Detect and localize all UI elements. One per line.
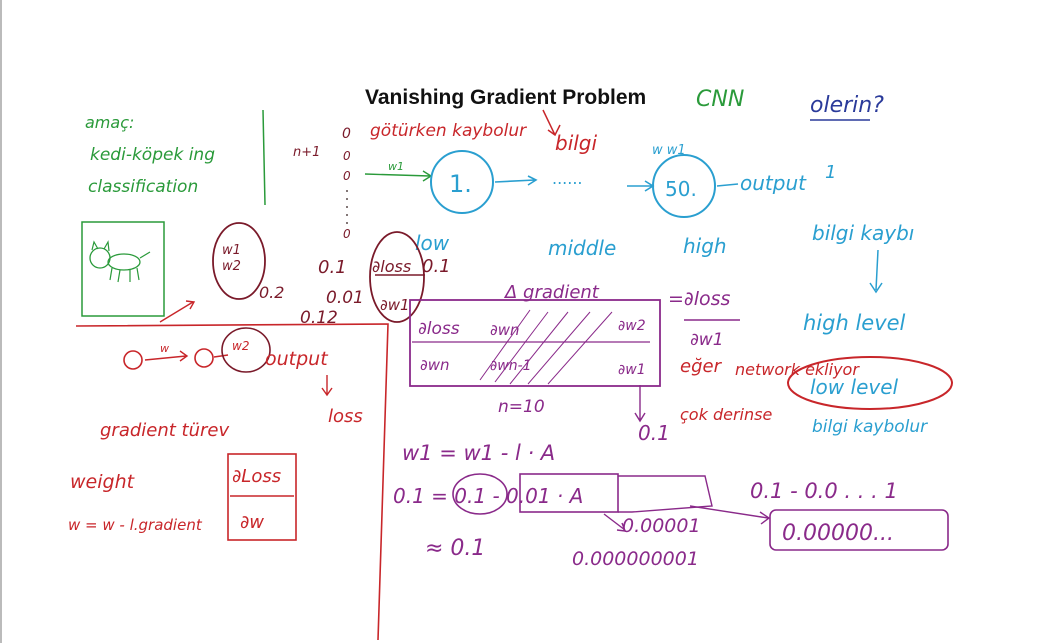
gradient-box-dwn1: ∂wn-1 xyxy=(490,358,532,374)
w-labels: w w1 xyxy=(652,143,686,158)
svg-text:w2: w2 xyxy=(232,339,249,353)
small-net-output: output xyxy=(265,348,329,370)
cok-derinse-note: çok derinse xyxy=(680,405,772,424)
node-50: 50. xyxy=(665,177,697,201)
svg-text:w1: w1 xyxy=(388,160,404,173)
amac-line3: classification xyxy=(88,177,198,197)
update-equation: w1 = w1 - l · A xyxy=(402,441,555,465)
series-values: 0.1 - 0.0 . . . 1 xyxy=(750,479,898,503)
amac-line2: kedi-köpek ing xyxy=(90,145,215,165)
result-1: 0.00001 xyxy=(622,515,701,537)
cnn-note: CNN xyxy=(696,87,744,112)
svg-text:0: 0 xyxy=(343,169,351,183)
gradient-box-dw2: ∂w2 xyxy=(618,318,646,334)
olerin-note: olerin? xyxy=(810,93,884,118)
gradient-box-v01: 0.1 xyxy=(638,421,670,445)
bilgi-kaybolur-note: bilgi kaybolur xyxy=(812,417,928,437)
svg-text:0: 0 xyxy=(342,126,351,142)
dloss-dw-box xyxy=(227,453,297,541)
low-level-note: low level xyxy=(810,375,899,399)
node-1: 1. xyxy=(449,170,472,198)
network-diagram: w1 xyxy=(364,150,739,218)
boxed-value: 0.00000... xyxy=(782,521,894,546)
dloss-box-den: ∂w xyxy=(240,512,264,533)
page-title: Vanishing Gradient Problem xyxy=(365,86,646,109)
approx-value: ≈ 0.1 xyxy=(425,536,485,561)
small-net-w: w xyxy=(160,342,169,355)
network-output: output xyxy=(740,171,807,195)
w2-label: w2 xyxy=(222,259,241,274)
weight-update-rule: w = w - l.gradient xyxy=(68,516,203,534)
dloss-dw1-num: =∂loss xyxy=(668,288,731,310)
w1-label: w1 xyxy=(222,243,241,258)
input-column: 0 0 0 0 xyxy=(342,126,351,241)
gradient-box-heading: Δ gradient xyxy=(503,282,600,303)
gradient-box-n10: n=10 xyxy=(498,397,545,417)
amac-line1: amaç: xyxy=(85,113,134,132)
cat-picture xyxy=(81,221,165,317)
network-dots: ...... xyxy=(552,169,583,188)
small-network xyxy=(123,300,333,397)
gradient-box-dloss: ∂loss xyxy=(418,319,460,339)
weight-value-01b: 0.1 xyxy=(422,256,451,277)
gradient-box-dwn: ∂wn xyxy=(420,356,450,374)
weight-note: weight xyxy=(70,471,136,493)
weights-cluster xyxy=(212,222,425,323)
svg-text:1: 1 xyxy=(825,162,836,183)
dw1-label: ∂w1 xyxy=(380,296,410,314)
layer-high: high xyxy=(683,234,727,258)
dloss-label: ∂loss xyxy=(372,257,411,276)
weight-value-02: 0.2 xyxy=(259,283,284,302)
layer-low: low xyxy=(415,231,450,255)
gradient-box-dw1: ∂w1 xyxy=(618,362,646,378)
equation-marks xyxy=(452,473,949,551)
eger-note: eğer xyxy=(680,356,723,377)
small-net-loss: loss xyxy=(328,406,363,427)
goturken-kaybolur-note: götürken kaybolur xyxy=(370,121,527,141)
svg-text:0: 0 xyxy=(343,149,351,163)
dloss-box-num: ∂Loss xyxy=(232,466,281,487)
high-level-note: high level xyxy=(803,311,906,335)
equation-line2: 0.1 = 0.1 - 0.01 · A xyxy=(393,484,583,508)
weight-value-001: 0.01 xyxy=(326,288,364,308)
svg-text:0: 0 xyxy=(343,227,351,241)
weight-value-01: 0.1 xyxy=(318,257,347,278)
dloss-dw1-den: ∂w1 xyxy=(690,330,724,350)
result-2: 0.000000001 xyxy=(572,548,699,570)
bilgi-note: bilgi xyxy=(555,131,598,155)
gradient-box-dwn-top: ∂wn xyxy=(490,321,520,339)
gradient-box xyxy=(409,299,661,387)
n-plus-1-label: n+1 xyxy=(293,145,320,160)
bilgi-kaybi-note: bilgi kaybı xyxy=(812,221,914,245)
gradient-turev-note: gradient türev xyxy=(100,420,229,441)
weight-value-012: 0.12 xyxy=(300,308,338,328)
layer-middle: middle xyxy=(548,236,616,260)
